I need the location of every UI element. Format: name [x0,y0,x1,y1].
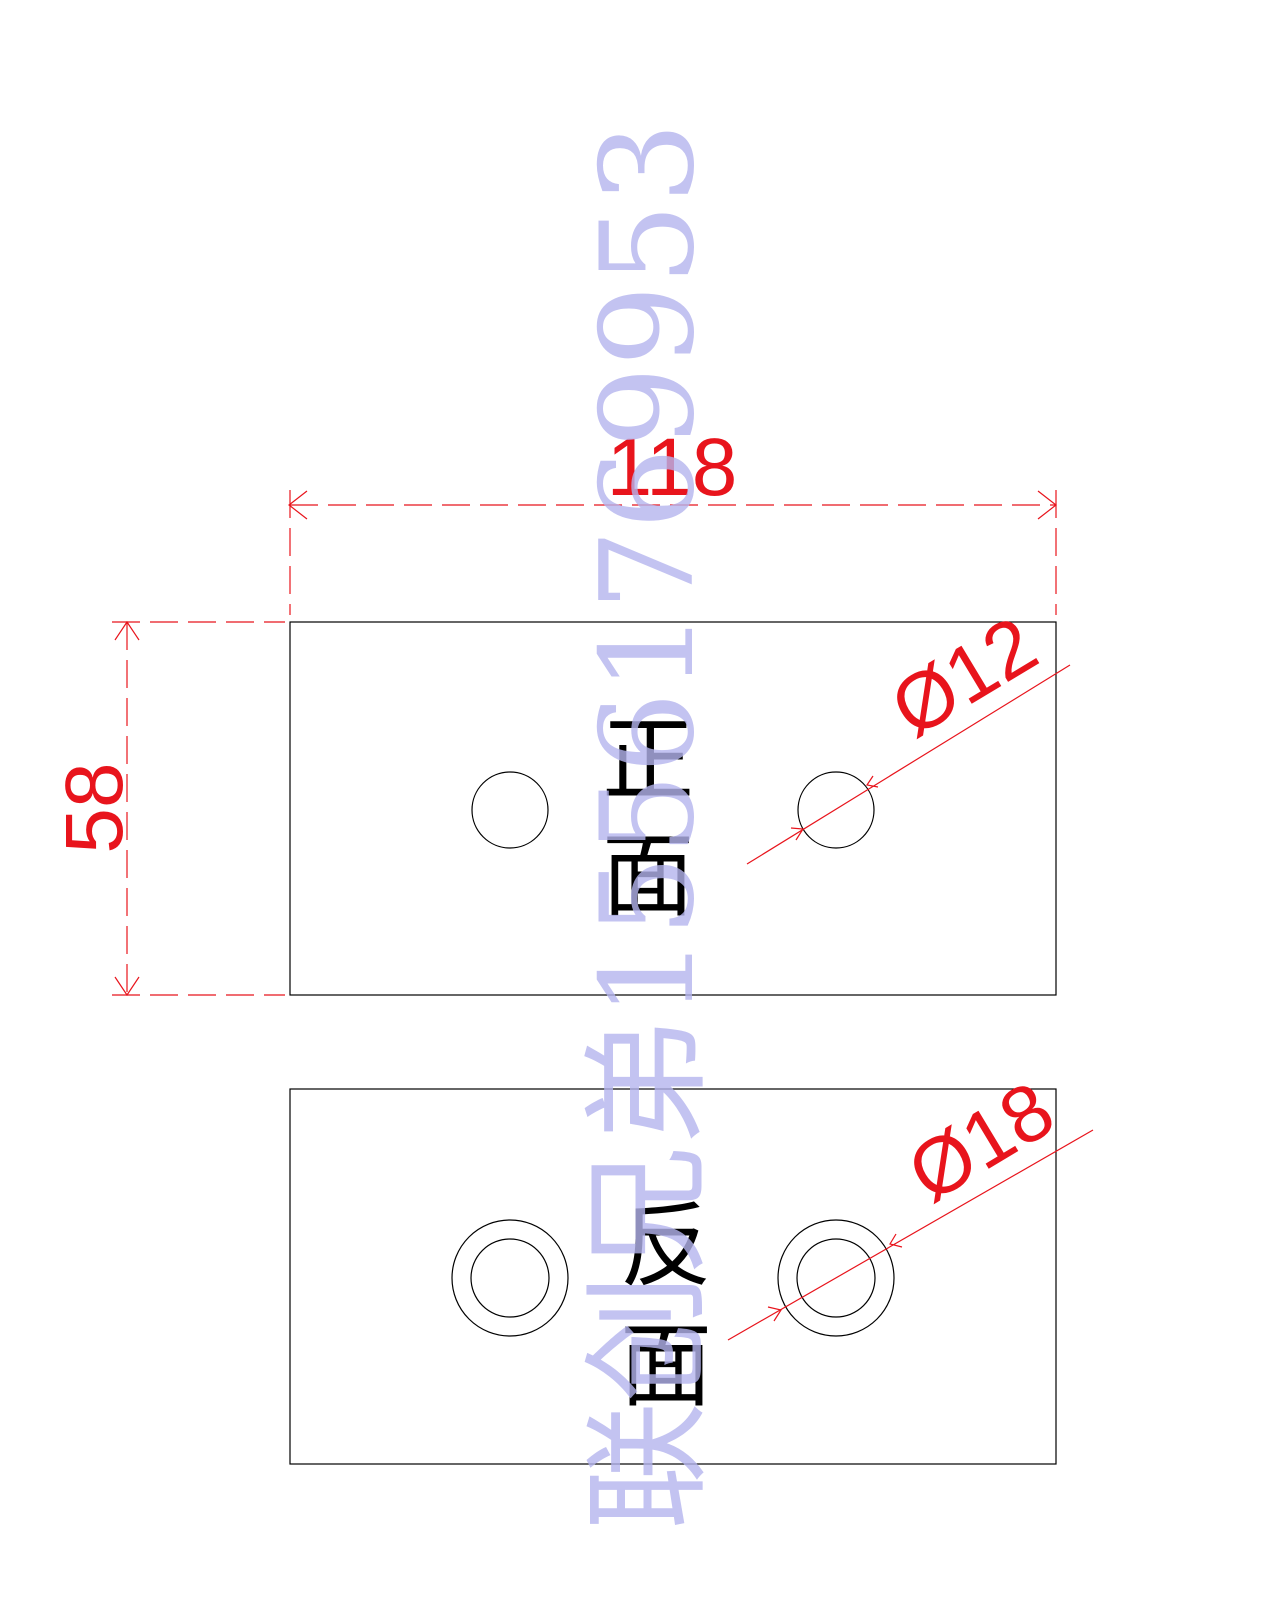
back-plate-outline [289,1088,1057,1465]
front-label-char2: 面 [602,823,694,930]
back-hole-arrow-far [889,1233,903,1248]
watermark-text: 联创兄弟15561769953 [574,122,723,1530]
width-dim-text: 118 [607,422,738,513]
back-label-char2: 面 [620,1313,712,1420]
width-dimension [288,490,1057,615]
front-label-char1: 正 [602,707,694,814]
back-hole-right-inner [796,1238,876,1318]
width-dim-arrow-left [288,490,308,520]
back-hole-dimension [727,1129,1094,1341]
height-dim-text: 58 [49,762,140,853]
front-hole-arrow-far [865,775,879,788]
back-hole-left-inner [470,1238,550,1318]
front-plate [289,621,1057,996]
front-hole-arrow-near [790,827,805,841]
back-hole-leader [727,1129,1094,1341]
back-label-char1: 反 [620,1193,712,1300]
height-dimension [112,620,285,997]
front-plate-outline [289,621,1057,996]
back-hole-right-outer [777,1219,895,1337]
back-hole-left-outer [451,1219,569,1337]
front-hole-right [797,771,875,849]
front-hole-dimension [746,664,1071,865]
front-hole-left [471,771,549,849]
back-hole-arrow-near [767,1306,782,1322]
back-hole-dim-text: Ø18 [893,1064,1068,1218]
back-plate [289,1088,1057,1465]
front-hole-leader [746,664,1071,865]
